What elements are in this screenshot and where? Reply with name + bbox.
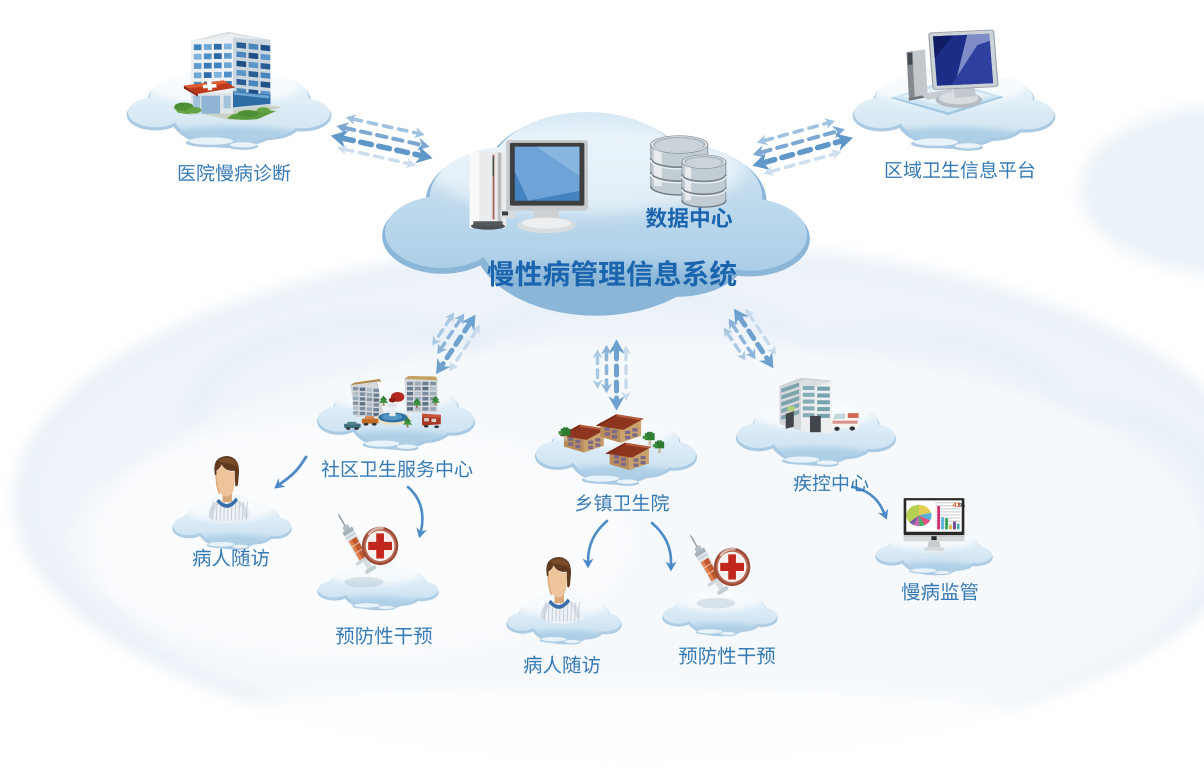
svg-text:41: 41 — [952, 503, 960, 509]
svg-text:%: % — [959, 503, 965, 509]
